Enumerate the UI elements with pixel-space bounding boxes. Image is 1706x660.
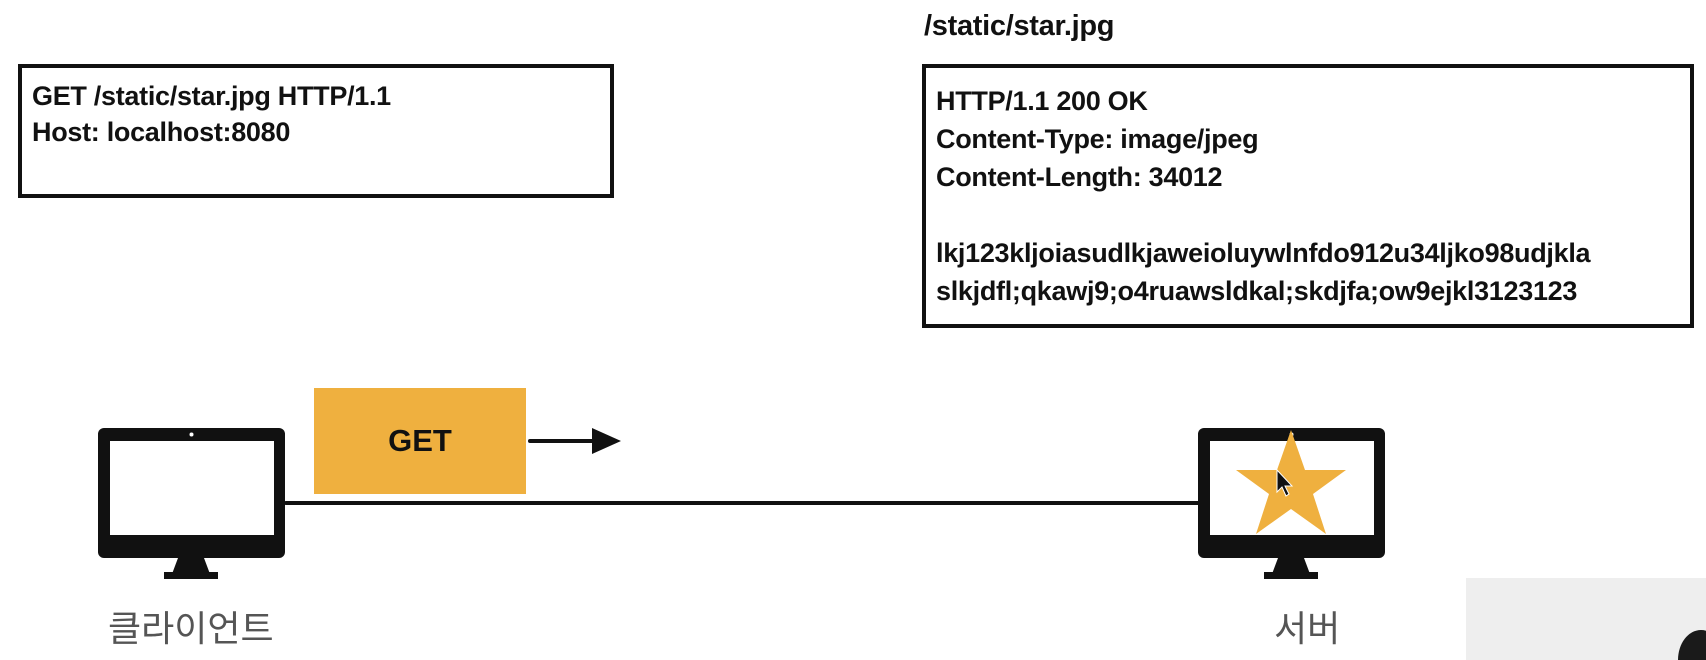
client-label: 클라이언트 <box>108 600 274 652</box>
server-label: 서버 <box>1274 600 1340 652</box>
request-line: GET /static/star.jpg HTTP/1.1 <box>32 78 610 114</box>
http-response-message: HTTP/1.1 200 OK Content-Type: image/jpeg… <box>922 64 1694 328</box>
response-content-type: Content-Type: image/jpeg <box>936 120 1690 158</box>
response-body-line-1: lkj123kljoiasudlkjaweioluywlnfdo912u34lj… <box>936 234 1690 272</box>
response-body-line-2: slkjdfl;qkawj9;o4ruawsldkal;skdjfa;ow9ej… <box>936 272 1690 310</box>
arrow-right-icon <box>530 428 621 454</box>
client-monitor-icon <box>98 428 285 579</box>
http-method-tag: GET <box>314 388 526 494</box>
response-status-line: HTTP/1.1 200 OK <box>936 82 1690 120</box>
presenter-silhouette <box>1678 630 1706 660</box>
response-blank-line <box>936 196 1690 234</box>
http-request-message: GET /static/star.jpg HTTP/1.1 Host: loca… <box>18 64 614 198</box>
resource-path-title: /static/star.jpg <box>924 10 1114 43</box>
request-host-header: Host: localhost:8080 <box>32 114 610 150</box>
presenter-video-thumbnail <box>1466 578 1706 660</box>
response-content-length: Content-Length: 34012 <box>936 158 1690 196</box>
